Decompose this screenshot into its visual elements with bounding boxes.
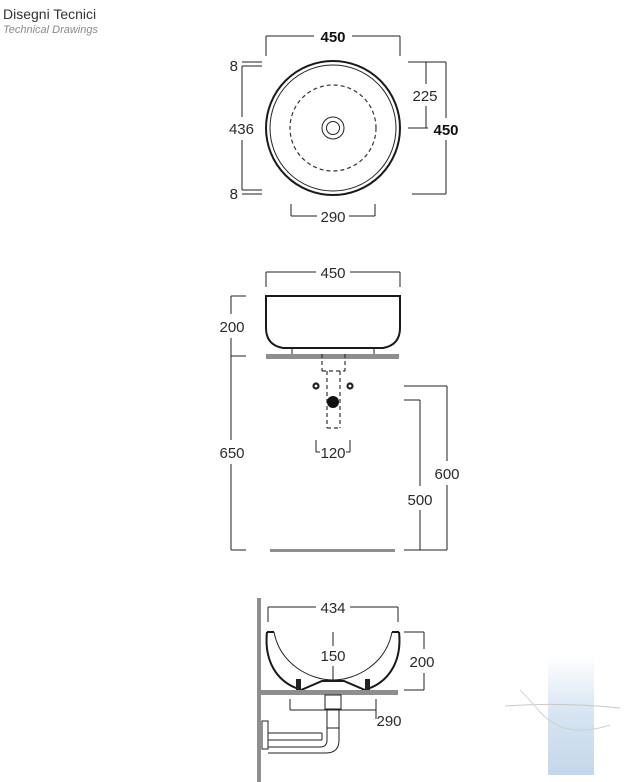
dim-half-depth-label: 225	[412, 88, 437, 105]
dim-half-depth: 225	[408, 61, 438, 129]
drain-outer-circle	[321, 116, 345, 140]
dim-front-right: 600 500	[404, 385, 460, 551]
dim-height-500-label: 500	[407, 492, 432, 509]
side-siphon	[261, 694, 342, 754]
dim-height-600-label: 600	[434, 466, 459, 483]
dim-base-diameter-label: 290	[320, 209, 345, 226]
front-countertop	[266, 354, 399, 359]
dim-front-height-label: 200	[219, 319, 244, 336]
dim-inner-height-label: 150	[320, 648, 345, 665]
dim-side-height: 200	[404, 631, 435, 691]
dim-side-height-label: 200	[409, 654, 434, 671]
dim-side-width: 434	[267, 600, 399, 622]
dim-waste-spacing: 120	[315, 440, 351, 462]
header: Disegni Tecnici Technical Drawings	[3, 6, 98, 37]
dim-inner-depth-label: 436	[229, 121, 254, 138]
side-view: 434 150 200	[257, 598, 435, 782]
brand-logo-watermark	[504, 655, 621, 775]
dim-top-depth: 450	[412, 61, 459, 195]
side-wall	[257, 598, 261, 782]
dim-front-width-label: 450	[320, 265, 345, 282]
dim-front-width: 450	[265, 265, 401, 287]
basin-outer-circle	[265, 60, 401, 196]
top-view: 450 8 436 8 225 450	[229, 29, 459, 226]
dim-rim-bottom-label: 8	[230, 186, 238, 203]
dim-top-width-label: 450	[320, 29, 345, 46]
dim-side-base-label: 290	[376, 713, 401, 730]
front-floor	[270, 549, 395, 552]
front-basin-profile	[265, 295, 401, 349]
basin-rim-circle	[269, 64, 397, 192]
dim-install-height-label: 650	[219, 445, 244, 462]
dim-side-inner: 150	[320, 632, 346, 680]
page-subtitle: Technical Drawings	[3, 24, 98, 36]
dim-front-left: 200 650	[219, 295, 246, 551]
logo-bar	[548, 655, 594, 775]
dim-top-depth-label: 450	[433, 122, 458, 139]
dim-side-width-label: 434	[320, 600, 345, 617]
dim-rim-top-label: 8	[230, 58, 238, 75]
front-view: 450 120	[219, 265, 460, 552]
dim-left-depths: 8 436 8	[229, 58, 262, 203]
dim-waste-spacing-label: 120	[320, 445, 345, 462]
side-countertop	[261, 690, 398, 695]
drain-inner-circle	[326, 121, 340, 135]
waste-outlet-icon	[327, 396, 339, 408]
base-dashed-circle	[289, 84, 377, 172]
dim-top-width: 450	[265, 29, 401, 56]
page-title: Disegni Tecnici	[3, 6, 97, 22]
dim-base-diameter: 290	[290, 204, 376, 226]
dim-side-base: 290	[289, 699, 402, 730]
front-waste-pipe	[321, 354, 346, 429]
